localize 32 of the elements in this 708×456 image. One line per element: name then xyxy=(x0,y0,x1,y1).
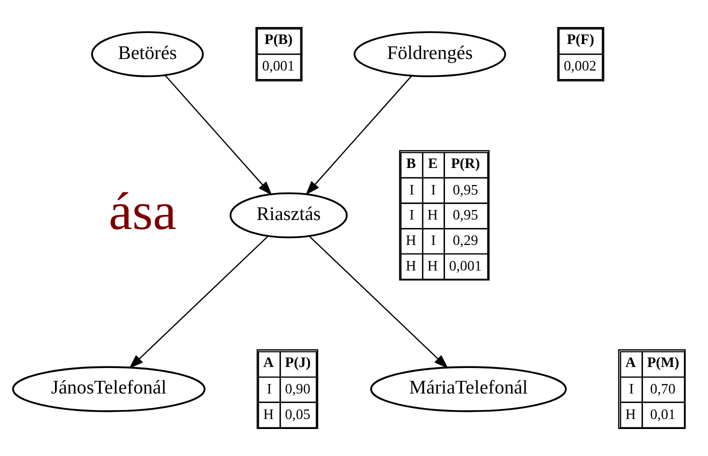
label: I xyxy=(628,381,634,398)
label: P(B) xyxy=(264,32,293,48)
label: P(J) xyxy=(285,354,311,371)
label: I xyxy=(431,233,436,250)
label: 0,001 xyxy=(262,58,295,75)
label: I xyxy=(431,182,436,198)
label: H xyxy=(406,233,416,250)
label: 0,90 xyxy=(285,381,310,398)
label: I xyxy=(409,182,414,198)
label: H xyxy=(427,258,438,274)
label: H xyxy=(625,406,636,423)
label: 0,70 xyxy=(650,381,676,398)
label: B xyxy=(406,156,416,172)
label: P(M) xyxy=(647,354,680,371)
label: A xyxy=(625,354,636,371)
label: P(R) xyxy=(450,156,480,172)
label: 0,002 xyxy=(564,58,596,75)
label: H xyxy=(427,208,438,224)
label: 0,05 xyxy=(285,406,310,423)
label: 0,95 xyxy=(452,182,478,198)
label: 0,95 xyxy=(452,208,478,224)
label: 0,001 xyxy=(449,258,482,274)
label: E xyxy=(428,156,438,172)
label: I xyxy=(266,381,272,398)
label: 0,01 xyxy=(650,406,676,423)
label: 0,29 xyxy=(452,233,478,250)
label: P(F) xyxy=(566,32,594,48)
label: I xyxy=(409,208,414,224)
label: H xyxy=(263,406,274,423)
label: H xyxy=(406,258,416,274)
label: A xyxy=(263,354,274,371)
label: ása xyxy=(108,182,177,241)
